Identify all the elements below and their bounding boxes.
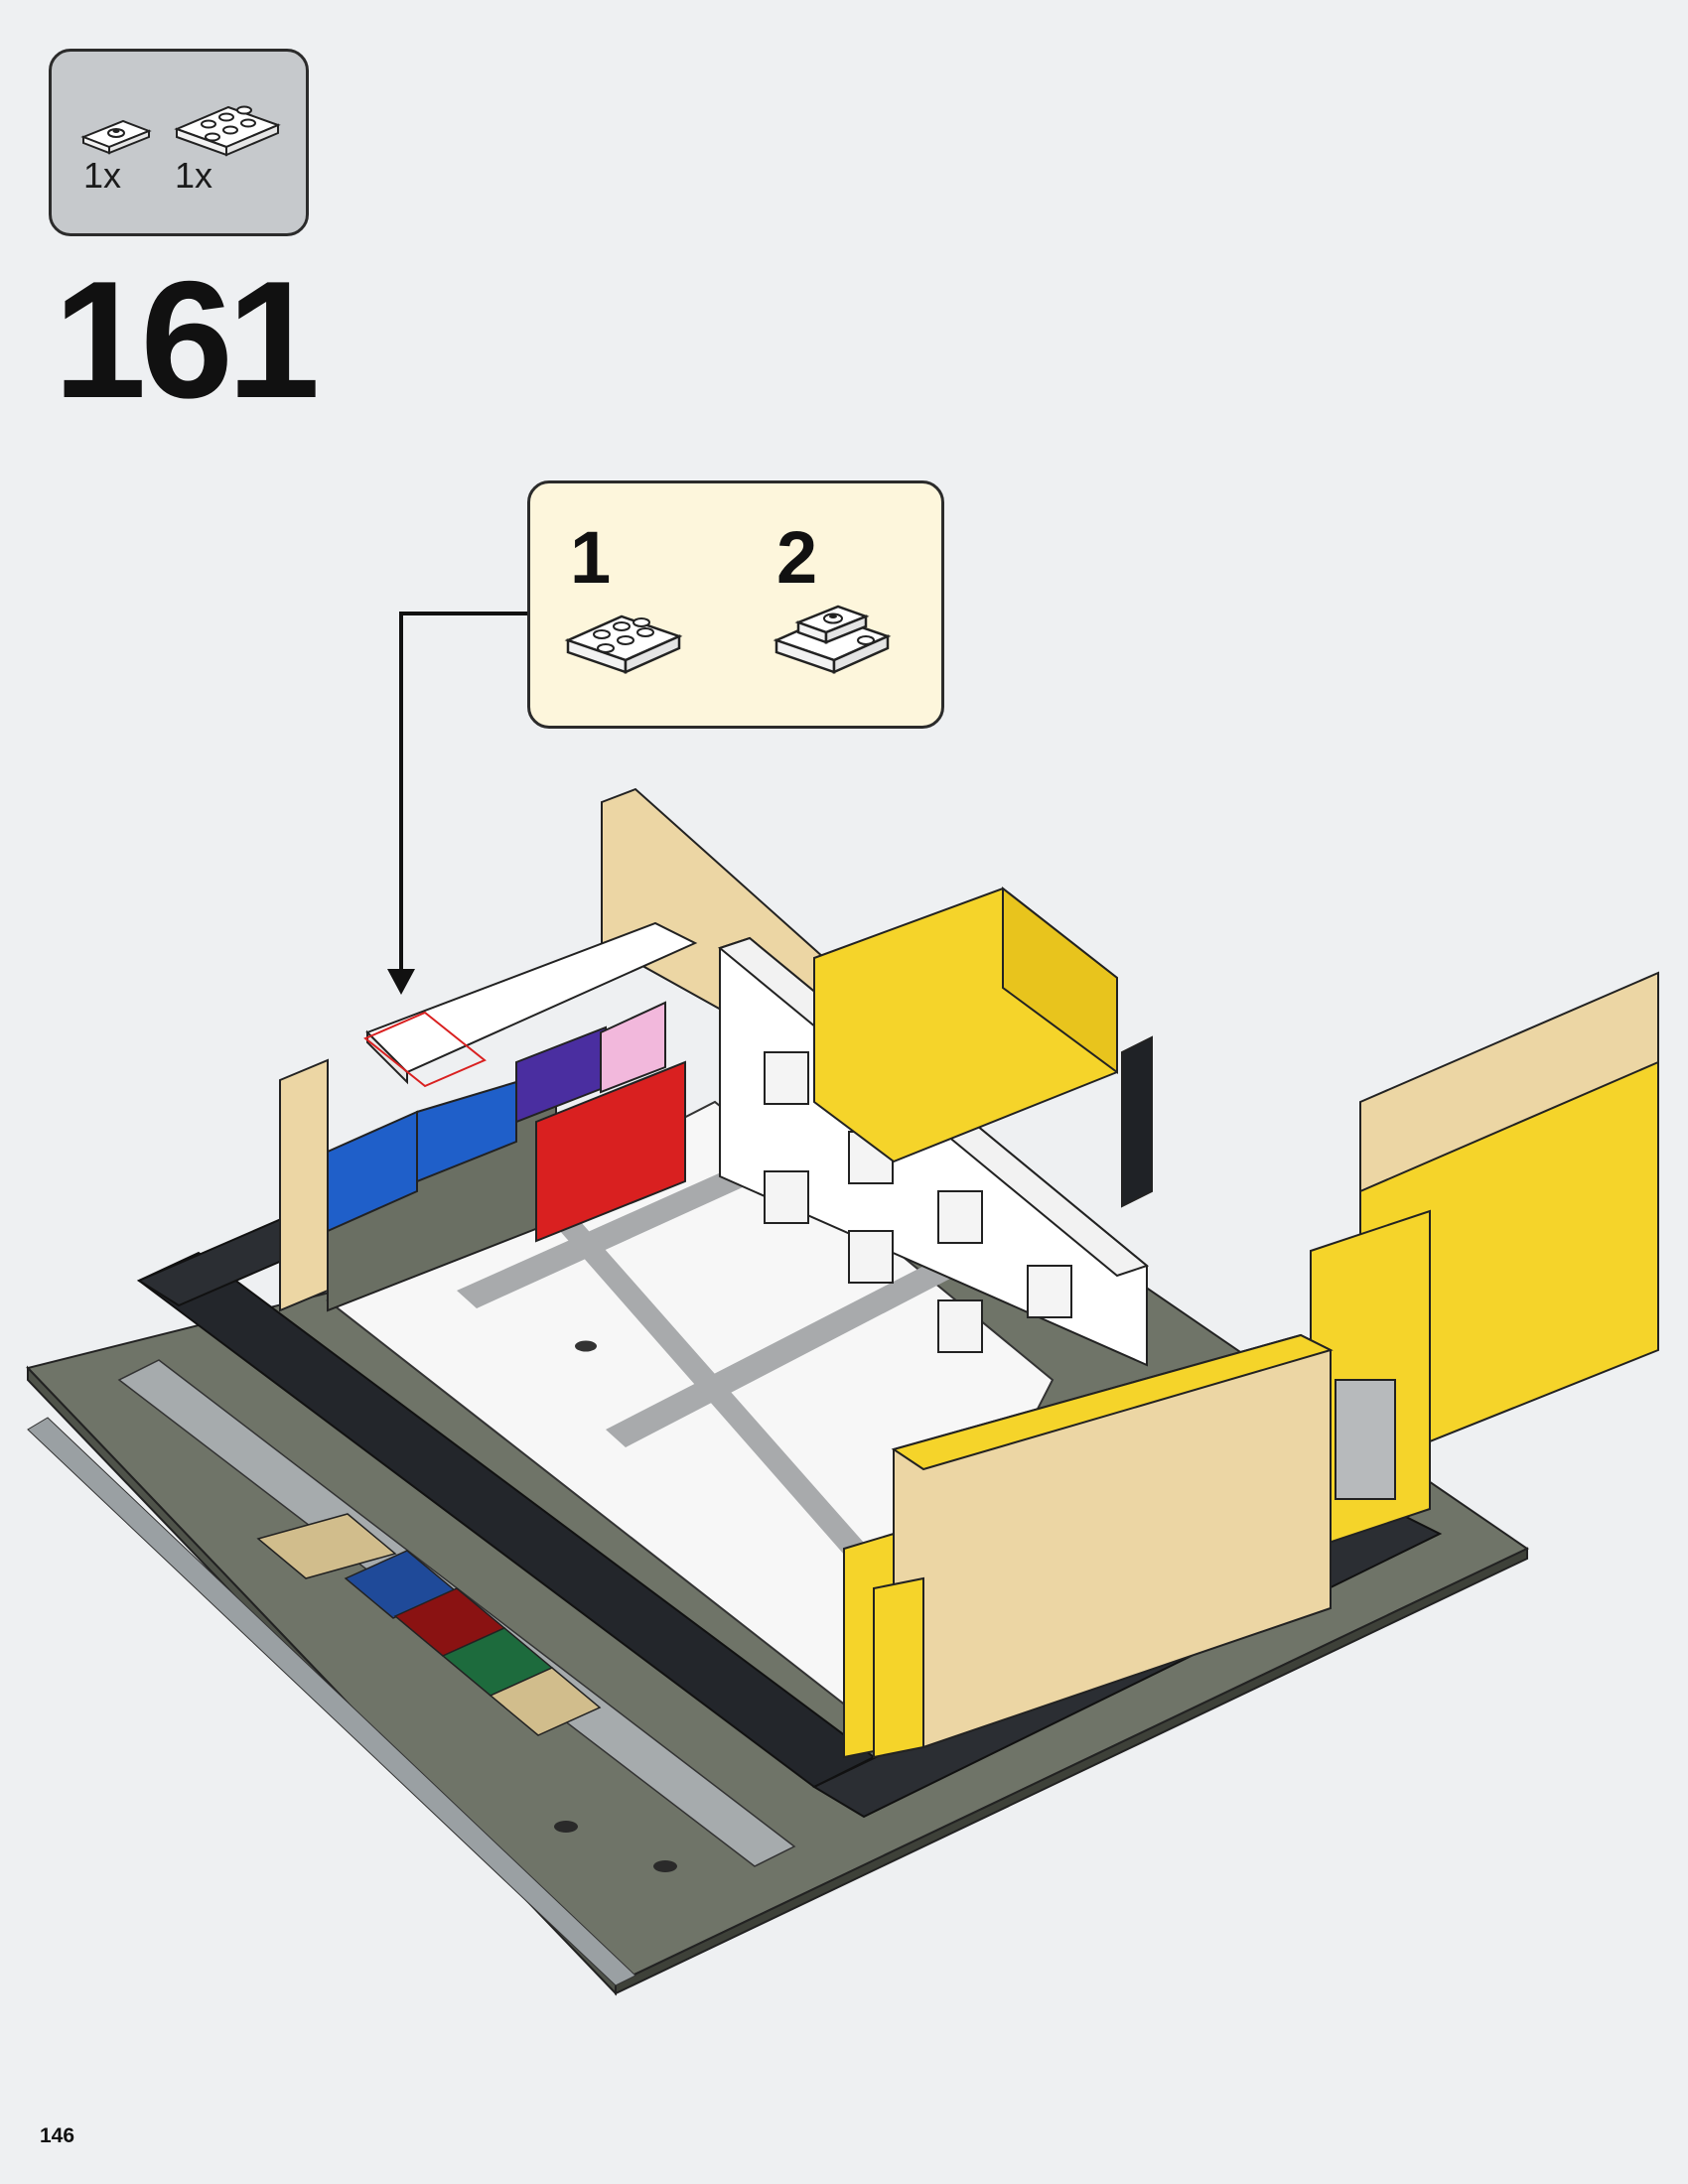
yellow-building-walls bbox=[813, 886, 1659, 1759]
substep-callout: 1 2 bbox=[527, 480, 944, 729]
part-quantity: 1x bbox=[175, 155, 213, 196]
parts-illustration bbox=[80, 105, 281, 157]
plate-1x2-jumper-icon bbox=[80, 119, 152, 155]
plate-2x3-icon bbox=[174, 105, 281, 157]
white-floor bbox=[326, 1100, 1055, 1729]
baseplate bbox=[26, 1140, 1529, 1996]
plate-assembly-icon bbox=[773, 605, 892, 674]
shelves bbox=[327, 921, 698, 1312]
plate-2x3-icon bbox=[564, 614, 683, 674]
substep-label: 1 bbox=[570, 516, 612, 599]
tan-front-wall bbox=[873, 1333, 1396, 1759]
part-quantity: 1x bbox=[83, 155, 122, 196]
parts-list-callout: 1x 1x bbox=[49, 49, 309, 236]
callout-arrow bbox=[387, 612, 527, 995]
substep-illustration bbox=[564, 605, 892, 674]
page-number: 146 bbox=[40, 2124, 75, 2147]
substep-label: 2 bbox=[776, 516, 818, 599]
black-plate-border bbox=[136, 1214, 1443, 1819]
white-partition-wall bbox=[717, 936, 1150, 1367]
tan-back-wall bbox=[279, 787, 825, 1312]
step-number: 161 bbox=[54, 246, 320, 433]
